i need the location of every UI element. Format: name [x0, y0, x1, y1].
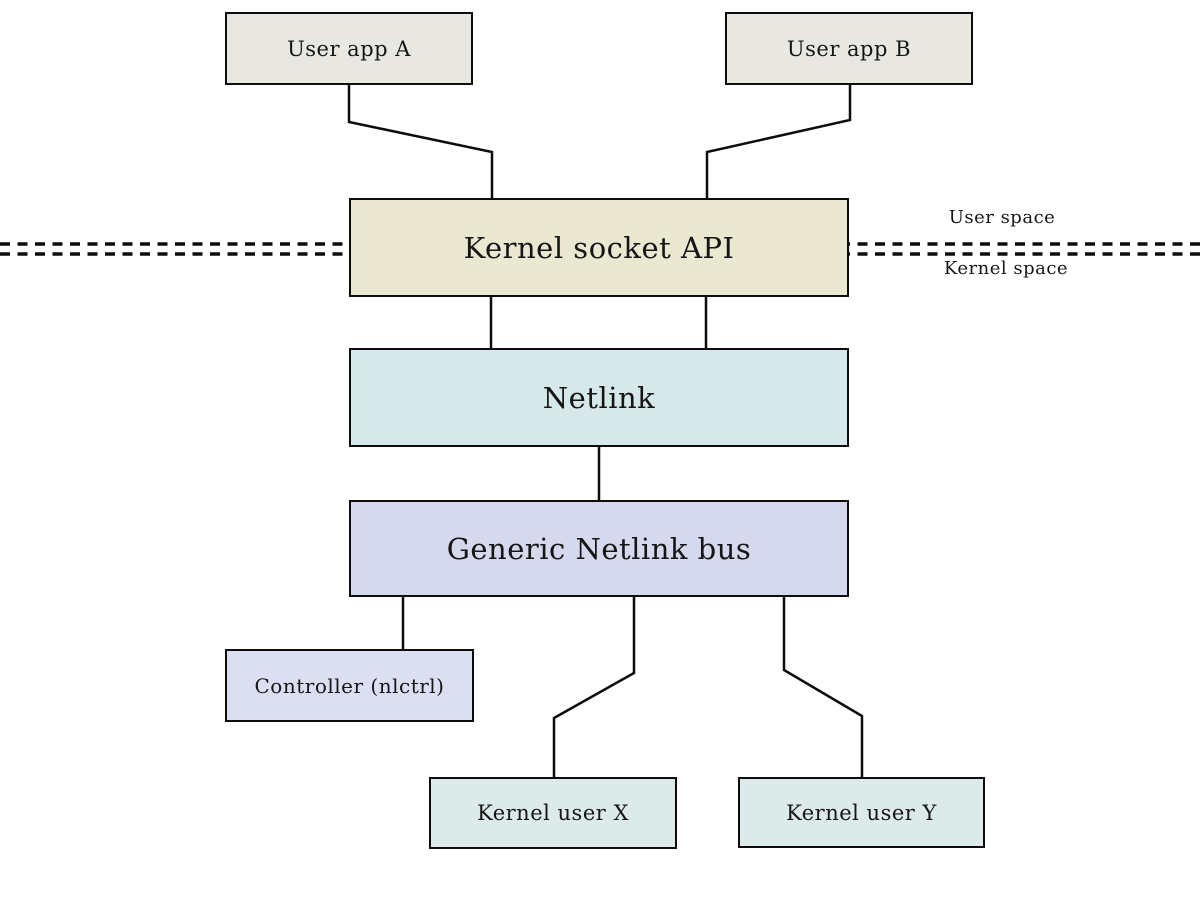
kernel-user-y-label: Kernel user Y [786, 800, 937, 825]
kernel-user-y-box: Kernel user Y [738, 777, 985, 848]
kernel-socket-api-label: Kernel socket API [463, 230, 735, 265]
connector-genl-bus-to-kernel-user-x [552, 597, 636, 777]
user-space-label: User space [948, 207, 1056, 228]
connector-user-app-b-to-socket-api [705, 85, 852, 198]
controller-nlctrl-label: Controller (nlctrl) [254, 673, 445, 698]
kernel-socket-api-box: Kernel socket API [349, 198, 849, 297]
kernel-space-label: Kernel space [943, 258, 1069, 279]
kernel-user-x-label: Kernel user X [477, 801, 629, 825]
generic-netlink-bus-box: Generic Netlink bus [349, 500, 849, 597]
connector-user-app-a-to-socket-api [347, 85, 494, 198]
controller-nlctrl-box: Controller (nlctrl) [225, 649, 474, 722]
user-app-a-label: User app A [287, 36, 411, 61]
user-app-b-box: User app B [725, 12, 973, 85]
user-app-a-box: User app A [225, 12, 473, 85]
connector-genl-bus-to-kernel-user-y [782, 597, 864, 777]
kernel-user-x-box: Kernel user X [429, 777, 677, 849]
netlink-label: Netlink [542, 380, 656, 415]
generic-netlink-bus-label: Generic Netlink bus [446, 531, 752, 566]
user-app-b-label: User app B [786, 36, 912, 61]
netlink-box: Netlink [349, 348, 849, 447]
